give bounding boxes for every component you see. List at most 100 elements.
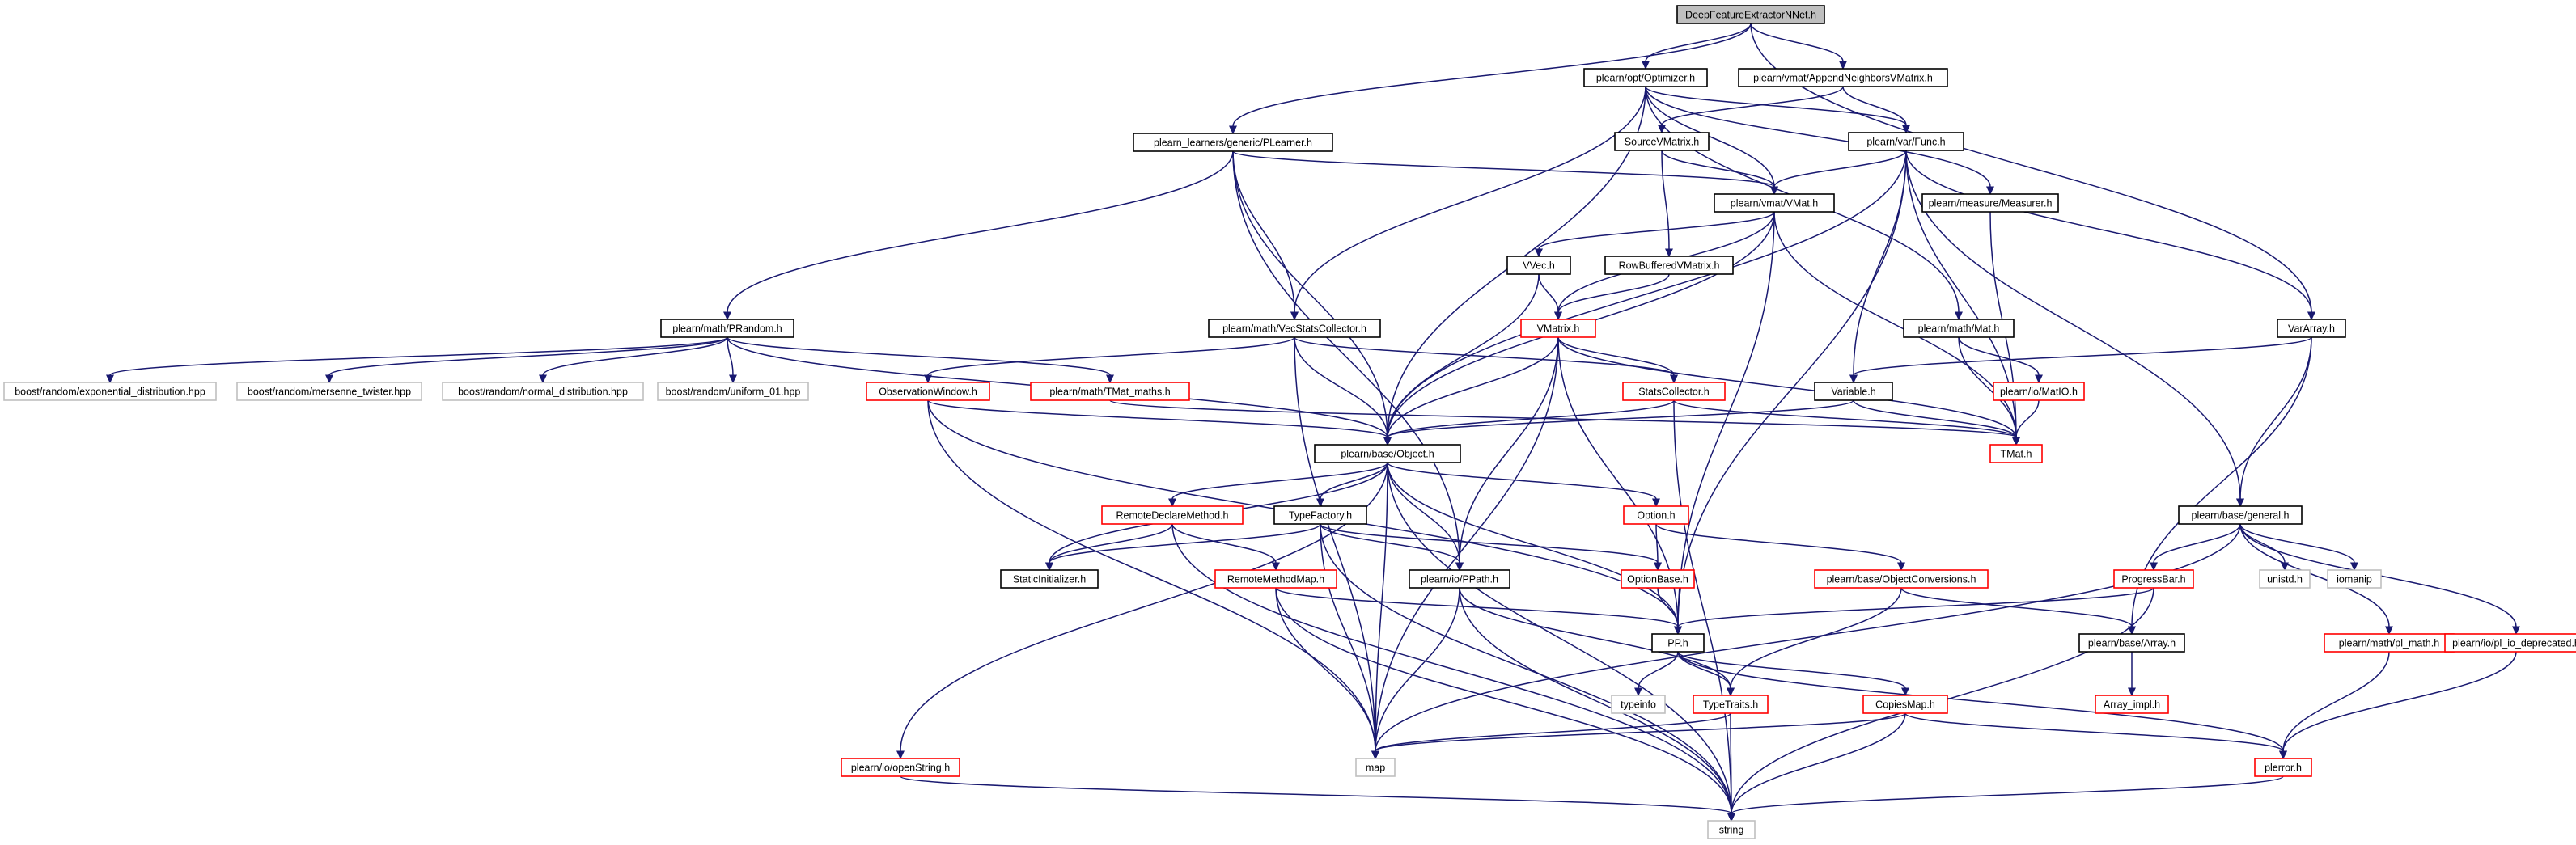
edge-arrowhead: [1652, 498, 1660, 508]
node-box: [1520, 319, 1596, 338]
node-typetraits-h[interactable]: TypeTraits.h: [1693, 695, 1769, 714]
node-typefactory-h[interactable]: TypeFactory.h: [1273, 505, 1367, 525]
node-sourcevmatrix-h[interactable]: SourceVMatrix.h: [1614, 132, 1710, 151]
node-plearn-vmat-appendneighborsvmatrix-h[interactable]: plearn/vmat/AppendNeighborsVMatrix.h: [1738, 68, 1948, 87]
edge-line: [727, 336, 1111, 376]
node-plearn-var-func-h[interactable]: plearn/var/Func.h: [1848, 132, 1964, 151]
node-plearn-measure-measurer-h[interactable]: plearn/measure/Measurer.h: [1921, 193, 2059, 213]
node-box: [1862, 695, 1948, 714]
node-variable-h[interactable]: Variable.h: [1814, 382, 1893, 401]
node-plearn-math-pl-math-h[interactable]: plearn/math/pl_math.h: [2324, 633, 2455, 653]
include-edge-n25-n40: [1387, 462, 1682, 636]
node-plearn-base-object-h[interactable]: plearn/base/Object.h: [1314, 444, 1461, 463]
edge-arrowhead: [539, 374, 547, 384]
edge-line: [1638, 651, 1679, 689]
edge-line: [1677, 651, 1906, 689]
node-plearn-vmat-vmat-h[interactable]: plearn/vmat/VMat.h: [1714, 193, 1835, 213]
edge-arrowhead: [2128, 626, 2136, 636]
node-box: [1738, 68, 1948, 87]
node-box: [1355, 758, 1396, 777]
edge-arrowhead: [325, 374, 333, 384]
include-edge-n29-n37: [2239, 523, 2358, 572]
edge-line: [1677, 651, 2284, 752]
edge-arrowhead: [1168, 498, 1176, 508]
node-plearn-io-ppath-h[interactable]: plearn/io/PPath.h: [1409, 569, 1510, 589]
node-box: [2095, 695, 2169, 714]
edge-line: [1232, 150, 1388, 438]
node-statscollector-h[interactable]: StatsCollector.h: [1622, 382, 1726, 401]
node-progressbar-h[interactable]: ProgressBar.h: [2113, 569, 2194, 589]
node-vararray-h[interactable]: VarArray.h: [2277, 319, 2346, 338]
node-plearn-math-prandom-h[interactable]: plearn/math/PRandom.h: [660, 319, 794, 338]
edge-line: [1049, 523, 1173, 564]
include-edge-n3-n10: [723, 150, 1234, 321]
edge-arrowhead: [1727, 687, 1735, 697]
edge-line: [927, 336, 1295, 376]
edge-line: [1905, 150, 2312, 313]
node-remotedeclaremethod-h[interactable]: RemoteDeclareMethod.h: [1101, 505, 1244, 525]
node-option-h[interactable]: Option.h: [1623, 505, 1689, 525]
include-edge-n14-n41: [2128, 336, 2312, 636]
node-plearn-base-general-h[interactable]: plearn/base/general.h: [2178, 505, 2303, 525]
node-remotemethodmap-h[interactable]: RemoteMethodMap.h: [1214, 569, 1337, 589]
node-rowbufferedvmatrix-h[interactable]: RowBufferedVMatrix.h: [1604, 256, 1734, 275]
node-box: [1693, 695, 1769, 714]
include-edge-n12-n21: [1557, 336, 1678, 384]
include-edge-n10-n15: [106, 336, 728, 384]
edge-line: [1387, 399, 1675, 438]
include-edge-n14-n23: [1849, 336, 2312, 384]
node-plearn-math-vecstatscollector-h[interactable]: plearn/math/VecStatsCollector.h: [1208, 319, 1381, 338]
include-edge-n0-n14: [1750, 23, 2315, 321]
node-plearn-io-matio-h[interactable]: plearn/io/MatIO.h: [1993, 382, 2085, 401]
node-copiesmap-h[interactable]: CopiesMap.h: [1862, 695, 1948, 714]
node-plearn-opt-optimizer-h[interactable]: plearn/opt/Optimizer.h: [1583, 68, 1708, 87]
node-array-impl-h[interactable]: Array_impl.h: [2095, 695, 2169, 714]
edge-arrowhead: [896, 750, 905, 760]
include-edge-n12-n25: [1383, 336, 1559, 446]
node-observationwindow-h[interactable]: ObservationWindow.h: [866, 382, 990, 401]
node-staticinitializer-h[interactable]: StaticInitializer.h: [1000, 569, 1099, 589]
edge-line: [1375, 336, 1559, 752]
node-tmat-h[interactable]: TMat.h: [1989, 444, 2043, 463]
node-box: [1921, 193, 2059, 213]
node-plerror-h[interactable]: plerror.h: [2254, 758, 2312, 777]
node-plearn-io-openstring-h[interactable]: plearn/io/openString.h: [841, 758, 960, 777]
node-plearn-learners-generic-plearner-h[interactable]: plearn_learners/generic/PLearner.h: [1133, 133, 1333, 152]
edge-line: [1557, 273, 1670, 313]
node-plearn-math-mat-h[interactable]: plearn/math/Mat.h: [1903, 319, 2015, 338]
node-vvec-h[interactable]: VVec.h: [1506, 256, 1571, 275]
node-vmatrix-h[interactable]: VMatrix.h: [1520, 319, 1596, 338]
node-label: plearn/opt/Optimizer.h: [1596, 73, 1695, 84]
include-edge-n3-n6: [1232, 150, 1778, 196]
node-plearn-io-pl-io-deprecated-h[interactable]: plearn/io/pl_io_deprecated.h: [2444, 633, 2576, 653]
edge-line: [1387, 462, 1460, 564]
node-label: VarArray.h: [2288, 323, 2335, 335]
node-plearn-base-array-h[interactable]: plearn/base/Array.h: [2078, 633, 2185, 653]
edge-line: [1900, 587, 2133, 627]
edge-arrowhead: [1901, 687, 1909, 697]
edge-line: [2239, 523, 2286, 564]
edge-line: [2239, 523, 2355, 564]
node-box: [1676, 5, 1825, 24]
node-label: plearn/math/PRandom.h: [672, 323, 782, 335]
node-label: PP.h: [1667, 638, 1688, 649]
node-plearn-base-objectconversions-h[interactable]: plearn/base/ObjectConversions.h: [1814, 569, 1989, 589]
include-edge-n25-n28: [1387, 462, 1660, 508]
edge-line: [1232, 23, 1752, 127]
node-optionbase-h[interactable]: OptionBase.h: [1621, 569, 1695, 589]
node-label: typeinfo: [1621, 699, 1656, 711]
include-edge-n35-n40: [1674, 587, 2154, 636]
edge-arrowhead: [1316, 498, 1324, 508]
node-box: [1623, 505, 1689, 525]
node-box: [1101, 505, 1244, 525]
include-edge-n11-n21: [1294, 336, 1678, 384]
node-label: plearn/math/TMat_maths.h: [1049, 387, 1170, 398]
node-pp-h[interactable]: PP.h: [1651, 633, 1705, 653]
node-deepfeatureextractornnet-h[interactable]: DeepFeatureExtractorNNet.h: [1676, 5, 1825, 24]
node-plearn-math-tmat-maths-h[interactable]: plearn/math/TMat_maths.h: [1030, 382, 1190, 401]
include-edge-n12-n32: [1455, 336, 1559, 572]
node-label: plearn/math/VecStatsCollector.h: [1222, 323, 1366, 335]
include-edge-n29-n38: [2239, 523, 2393, 636]
node-label: boost/random/exponential_distribution.hp…: [15, 387, 205, 398]
